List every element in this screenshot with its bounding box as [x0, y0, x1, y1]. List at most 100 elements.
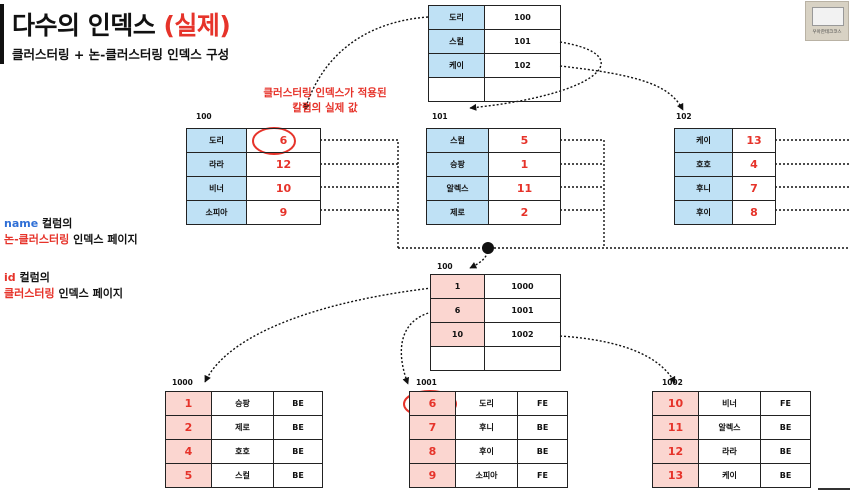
name-cell: 라라	[698, 439, 761, 464]
name-root-page-ref: 102	[484, 53, 561, 78]
id-value-cell: 6	[246, 128, 321, 153]
id-cell: 12	[652, 439, 699, 464]
pointer-lines-leaf-100	[320, 139, 399, 248]
team-cell: BE	[273, 415, 323, 440]
empty-cell	[428, 77, 485, 102]
pointer-lines-leaf-102	[775, 139, 850, 211]
id-cell: 13	[652, 463, 699, 488]
video-progress-line	[818, 488, 850, 490]
id-root-key: 10	[430, 322, 485, 347]
id-cell: 8	[409, 439, 456, 464]
id-value-cell: 11	[488, 176, 561, 201]
team-cell: BE	[760, 463, 811, 488]
team-cell: BE	[760, 415, 811, 440]
page-label-102: 102	[676, 112, 692, 121]
name-key-cell: 호호	[674, 152, 733, 177]
arrow-id-root-to-leaf-1000	[204, 287, 433, 383]
empty-cell	[484, 77, 561, 102]
name-key-cell: 승팡	[426, 152, 489, 177]
name-cell: 알렉스	[698, 415, 761, 440]
arrow-id-root-to-leaf-1002	[559, 335, 676, 384]
title-accent: (실제)	[163, 11, 231, 40]
id-value-cell: 1	[488, 152, 561, 177]
page-label-1002: 1002	[662, 378, 683, 387]
team-cell: FE	[760, 391, 811, 416]
name-key-cell: 소피아	[186, 200, 247, 225]
id-root-key: 1	[430, 274, 485, 299]
name-key-cell: 제로	[426, 200, 489, 225]
thumbnail-screen	[812, 7, 844, 26]
name-key-cell: 후니	[674, 176, 733, 201]
id-cell: 11	[652, 415, 699, 440]
id-cell: 2	[165, 415, 212, 440]
arrow-bus-to-id-root	[469, 247, 489, 269]
id-cell: 5	[165, 463, 212, 488]
name-note-text-2: 인덱스 페이지	[69, 233, 138, 246]
name-cell: 승팡	[211, 391, 274, 416]
id-cell: 10	[652, 391, 699, 416]
name-key-cell: 도리	[186, 128, 247, 153]
id-value-cell: 7	[732, 176, 776, 201]
bus-junction-dot	[482, 242, 494, 254]
name-cell: 스컬	[211, 463, 274, 488]
id-index-note: id 컬럼의 클러스터링 인덱스 페이지	[4, 270, 123, 302]
page-label-id-root: 100	[437, 262, 453, 271]
id-value-cell: 2	[488, 200, 561, 225]
team-cell: BE	[273, 463, 323, 488]
id-value-cell: 10	[246, 176, 321, 201]
id-cell: 7	[409, 415, 456, 440]
id-note-text-1: 컬럼의	[15, 271, 50, 284]
pointer-lines-leaf-101	[560, 139, 605, 248]
page-label-1000: 1000	[172, 378, 193, 387]
page-label-1001: 1001	[416, 378, 437, 387]
name-root-key: 케이	[428, 53, 485, 78]
arrow-root-to-leaf-102	[559, 65, 684, 111]
webcam-thumbnail: 우아한테크코스	[805, 1, 849, 41]
clustered-value-callout: 클러스터링 인덱스가 적용된 칼럼의 실제 값	[250, 86, 400, 116]
name-key-cell: 비너	[186, 176, 247, 201]
team-cell: BE	[273, 391, 323, 416]
id-note-kind: 클러스터링	[4, 287, 55, 300]
id-value-cell: 13	[732, 128, 776, 153]
callout-line-2: 칼럼의 실제 값	[292, 102, 358, 114]
id-value-cell: 4	[732, 152, 776, 177]
name-cell: 후이	[455, 439, 518, 464]
name-key-cell: 케이	[674, 128, 733, 153]
title-accent-bar	[0, 4, 4, 64]
id-note-column: id	[4, 271, 16, 284]
id-cell: 4	[165, 439, 212, 464]
team-cell: FE	[517, 463, 568, 488]
name-cell: 호호	[211, 439, 274, 464]
name-cell: 후니	[455, 415, 518, 440]
name-key-cell: 알렉스	[426, 176, 489, 201]
arrow-id-root-to-leaf-1001	[400, 311, 433, 385]
team-cell: BE	[760, 439, 811, 464]
name-note-text-1: 컬럼의	[38, 217, 73, 230]
name-index-note: name 컬럼의 논-클러스터링 인덱스 페이지	[4, 216, 138, 248]
id-note-text-2: 인덱스 페이지	[54, 287, 123, 300]
page-title: 다수의 인덱스 (실제)	[12, 6, 231, 42]
arrow-root-to-leaf-101	[469, 41, 602, 111]
name-cell: 제로	[211, 415, 274, 440]
name-root-key: 도리	[428, 5, 485, 30]
name-root-page-ref: 101	[484, 29, 561, 54]
id-value-cell: 12	[246, 152, 321, 177]
empty-cell	[430, 346, 485, 371]
id-cell: 1	[165, 391, 212, 416]
id-root-page-ref: 1001	[484, 298, 561, 323]
name-key-cell: 스컬	[426, 128, 489, 153]
name-note-column: name	[4, 217, 39, 230]
name-note-kind: 논-클러스터링	[4, 233, 70, 246]
page-label-101: 101	[432, 112, 448, 121]
page-label-100: 100	[196, 112, 212, 121]
name-key-cell: 라라	[186, 152, 247, 177]
id-root-page-ref: 1002	[484, 322, 561, 347]
name-cell: 도리	[455, 391, 518, 416]
id-value-cell: 8	[732, 200, 776, 225]
